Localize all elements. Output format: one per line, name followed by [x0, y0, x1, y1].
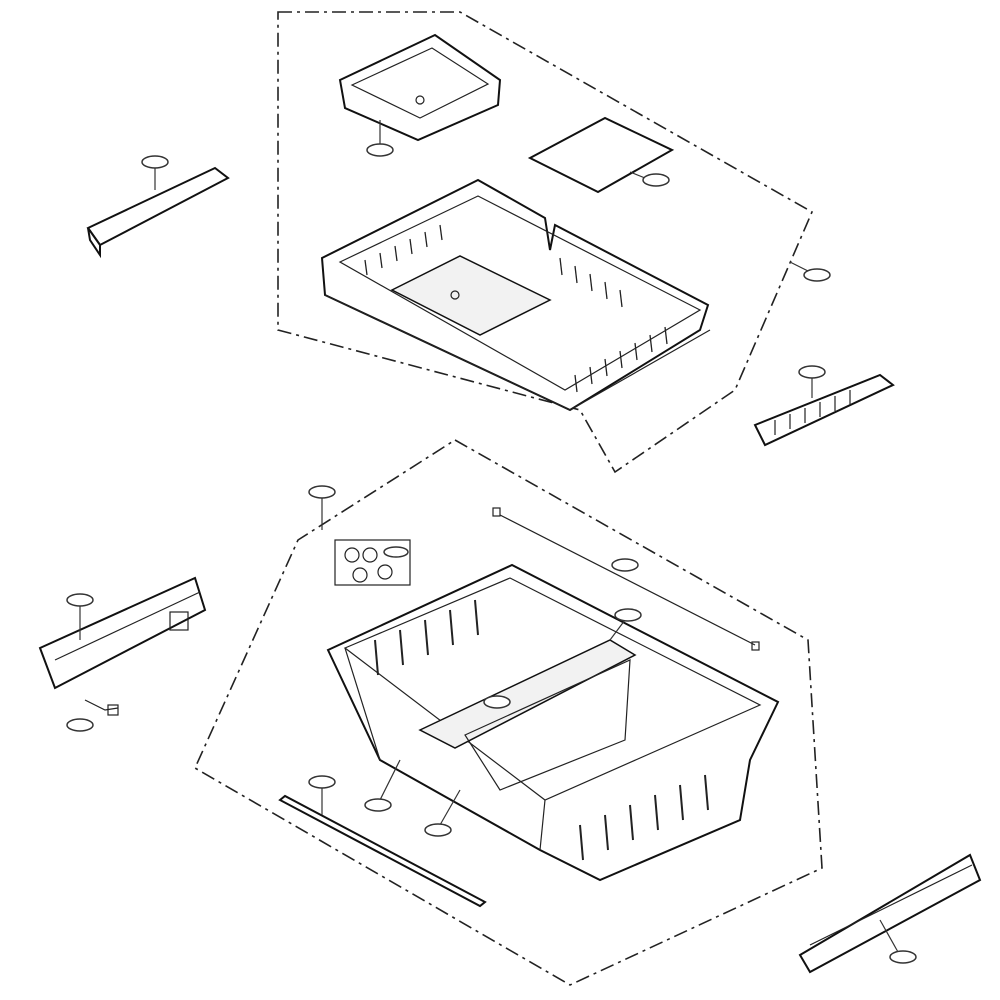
callout-oval — [66, 593, 94, 607]
callout-oval — [642, 173, 670, 187]
callout-oval — [424, 823, 452, 837]
callout-oval — [483, 695, 511, 709]
callout-oval — [798, 365, 826, 379]
callout-oval — [803, 268, 831, 282]
callout-oval — [141, 155, 169, 169]
caps-kit — [334, 539, 411, 586]
right-lower-rail — [798, 853, 982, 974]
callout-oval — [611, 558, 639, 572]
small-tray — [338, 33, 502, 157]
left-upper-rail — [86, 155, 230, 259]
callout-oval — [66, 718, 94, 732]
upper-drawer — [320, 178, 831, 412]
lower-assembly-callout — [308, 485, 336, 530]
callout-oval — [308, 775, 336, 789]
upper-assembly-boundary — [277, 11, 814, 474]
callout-oval — [364, 798, 392, 812]
right-upper-rail — [753, 365, 895, 447]
callout-oval — [383, 546, 409, 558]
sensor-wire — [492, 507, 760, 651]
left-lower-rail — [38, 576, 207, 732]
lower-basket — [326, 563, 780, 882]
trim-strip — [278, 775, 487, 908]
callout-oval — [366, 143, 394, 157]
cover-plate — [527, 116, 675, 194]
callout-oval — [614, 608, 642, 622]
callout-oval — [308, 485, 336, 499]
lower-assembly-boundary — [193, 439, 823, 986]
callout-oval — [889, 950, 917, 964]
